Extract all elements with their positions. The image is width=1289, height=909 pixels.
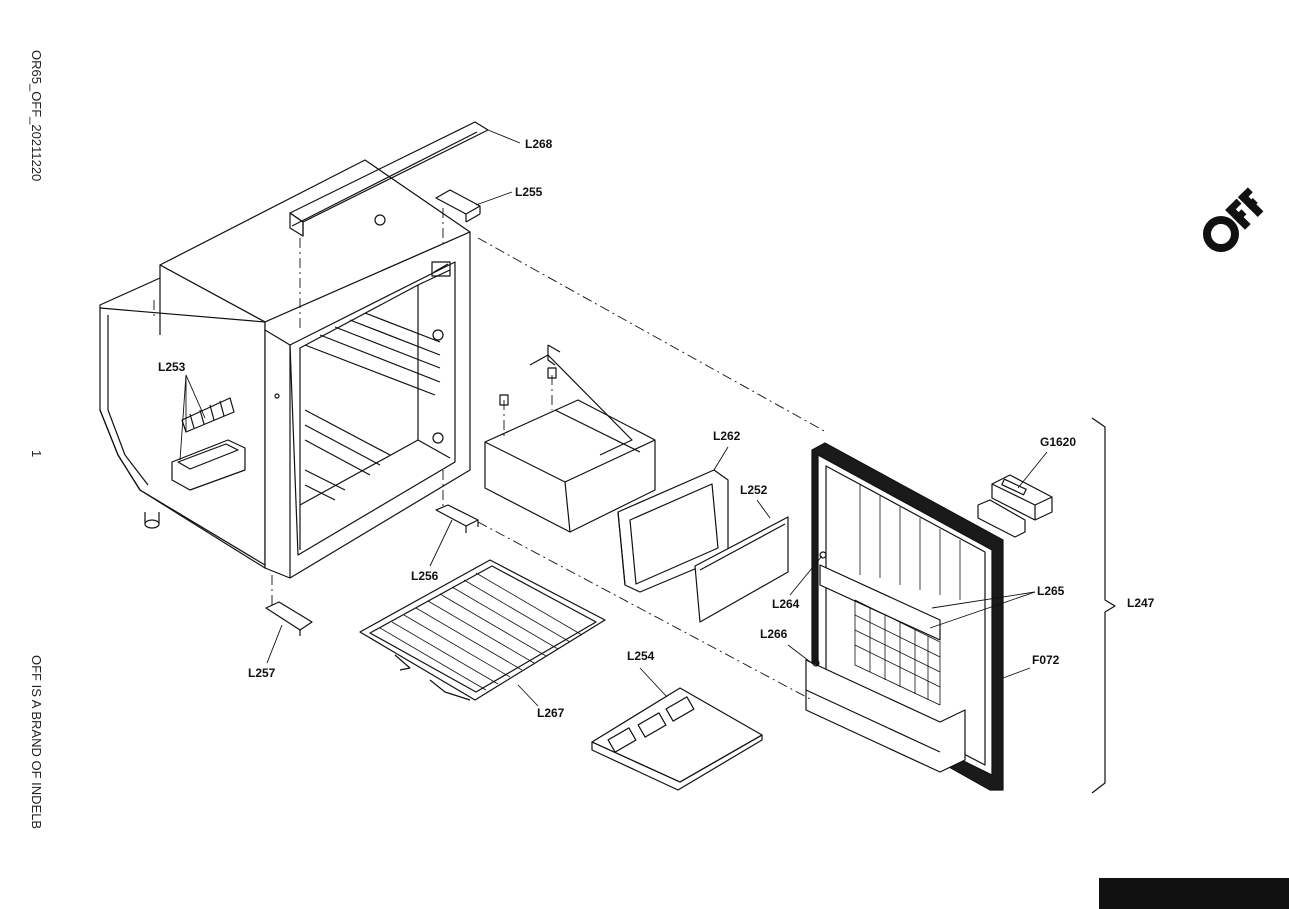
part-G1620-handle <box>977 474 1053 538</box>
label-G1620: G1620 <box>1040 435 1076 449</box>
part-L252-panel <box>694 516 789 623</box>
door-assembly-bracket <box>1091 417 1116 794</box>
part-L267-shelf <box>359 559 606 701</box>
label-L268: L268 <box>525 137 553 151</box>
label-L266: L266 <box>760 627 788 641</box>
crisper-box <box>484 344 656 533</box>
cabinet-body <box>99 159 471 579</box>
label-F072: F072 <box>1032 653 1060 667</box>
label-L247: L247 <box>1127 596 1155 610</box>
part-L257-hinge <box>265 601 313 636</box>
part-L256-hinge <box>435 504 479 533</box>
label-L255: L255 <box>515 185 543 199</box>
label-L265: L265 <box>1037 584 1065 598</box>
label-L256: L256 <box>411 569 439 583</box>
part-L255-bracket <box>435 189 481 223</box>
label-L262: L262 <box>713 429 741 443</box>
off-logo-icon <box>1202 187 1264 253</box>
label-L257: L257 <box>248 666 276 680</box>
label-L252: L252 <box>740 483 768 497</box>
part-L254-tray <box>591 687 763 791</box>
part-L253-egg-tray <box>181 397 235 433</box>
label-L253: L253 <box>158 360 186 374</box>
label-L264: L264 <box>772 597 800 611</box>
label-L254: L254 <box>627 649 655 663</box>
footer-bar <box>1099 878 1289 909</box>
part-L253-bin <box>171 439 246 491</box>
label-L267: L267 <box>537 706 565 720</box>
door-assembly <box>805 442 1004 791</box>
